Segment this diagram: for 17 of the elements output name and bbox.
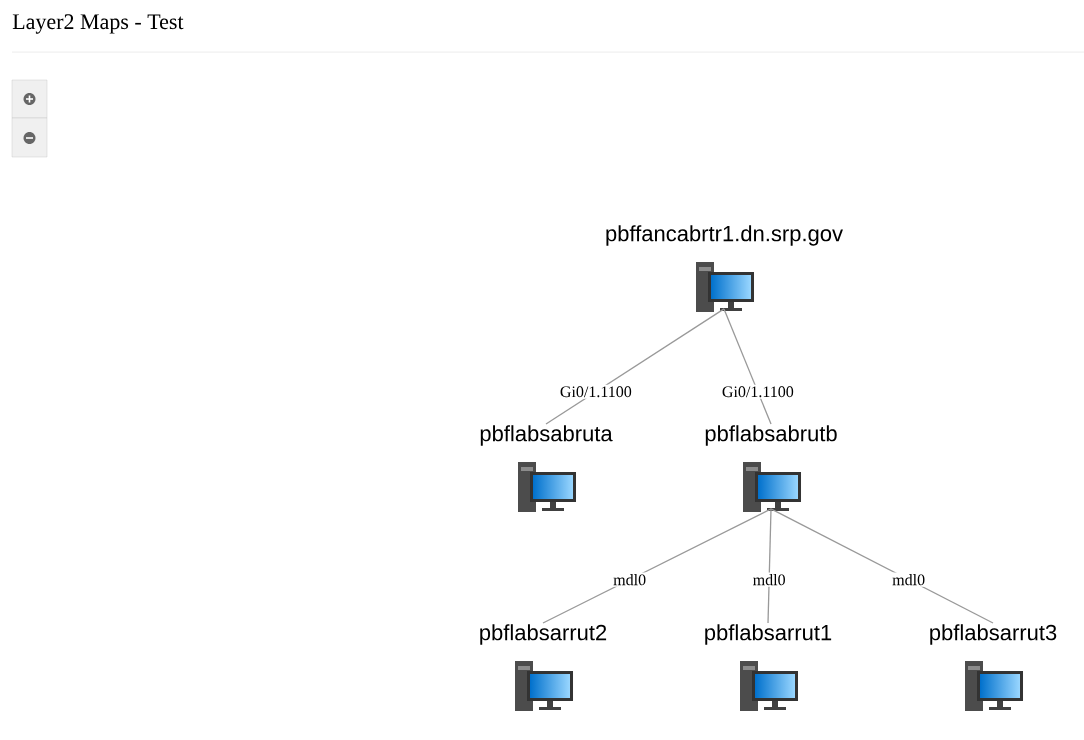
hostname: pbflabsarrut3 (930, 624, 1057, 645)
hostname: pbflabsarrut2 (480, 624, 607, 645)
connector-line (545, 308, 725, 425)
connector-line (723, 308, 772, 425)
edge-label: mdl0 (890, 572, 927, 587)
edge-label: mdl0 (611, 572, 648, 587)
edge-label: Gi0/1.1100 (720, 384, 796, 399)
hostname: pbflabsarrut1 (705, 624, 832, 645)
connector-line (767, 508, 772, 624)
page-title: Layer2 Maps - Test (12, 14, 184, 34)
connector-line (770, 508, 994, 624)
edge-label: mdl0 (751, 572, 788, 587)
hostname: pbffancabrtr1.dn.srp.gov (606, 225, 843, 246)
hostname: pbflabsabruta (480, 425, 613, 446)
hostname: pbflabsabrutb (705, 425, 837, 446)
edge-label: Gi0/1.1100 (558, 384, 634, 399)
connector-line (542, 508, 772, 624)
